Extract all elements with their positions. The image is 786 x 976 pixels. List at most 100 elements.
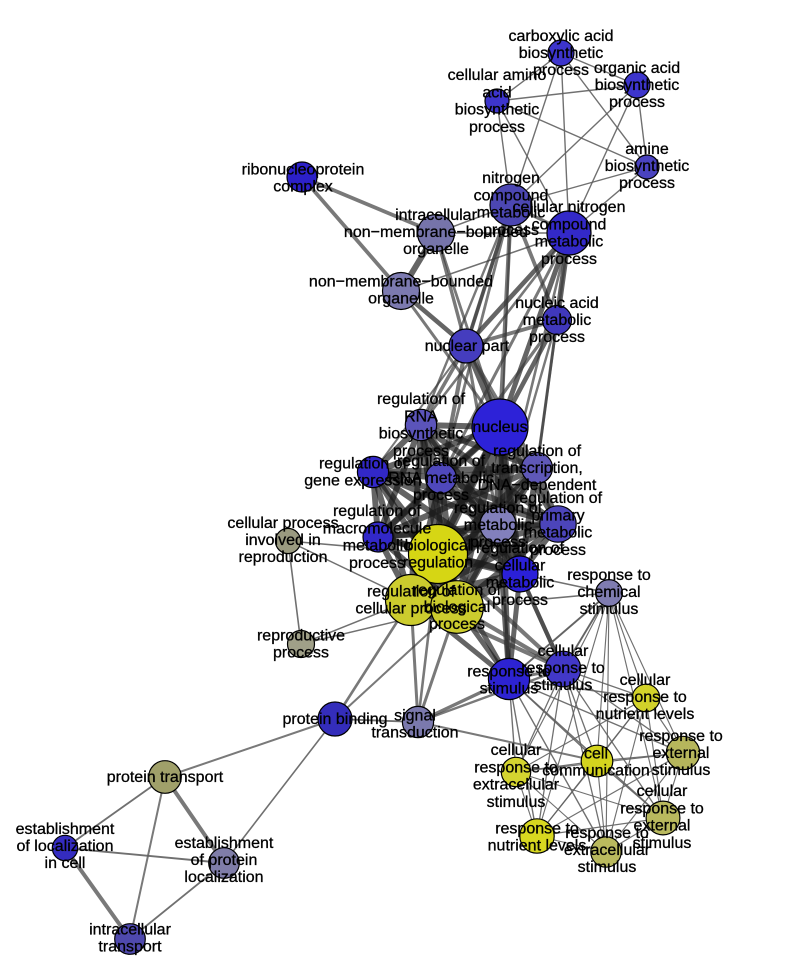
svg-text:stimulus: stimulus [487,794,546,811]
svg-text:process: process [413,487,469,504]
svg-text:response to: response to [495,820,579,837]
svg-text:transport: transport [98,939,162,956]
svg-text:process: process [492,592,548,609]
svg-text:cellular: cellular [637,783,688,800]
svg-text:cell: cell [584,745,608,762]
svg-text:transduction: transduction [371,725,458,742]
svg-text:compound: compound [532,216,607,233]
svg-text:protein transport: protein transport [107,769,224,786]
svg-text:biosynthetic: biosynthetic [519,45,604,62]
svg-text:process: process [393,443,449,460]
svg-text:cellular amino: cellular amino [448,67,547,84]
svg-text:intracellular: intracellular [89,921,171,938]
svg-text:regulation of: regulation of [413,582,502,599]
svg-text:gene expression: gene expression [304,473,421,490]
svg-text:nutrient levels: nutrient levels [488,838,587,855]
svg-text:response to: response to [474,759,558,776]
svg-text:metabolic: metabolic [535,234,603,251]
svg-text:process: process [470,534,526,551]
svg-text:process: process [429,616,485,633]
svg-text:chemical: chemical [577,584,640,601]
svg-text:biosynthetic: biosynthetic [595,77,680,94]
svg-text:regulation of: regulation of [377,391,466,408]
svg-text:extracellular: extracellular [564,842,651,859]
svg-text:non−membrane−bounded: non−membrane−bounded [344,224,528,241]
svg-text:nutrient levels: nutrient levels [596,706,695,723]
svg-text:external: external [653,745,710,762]
svg-text:complex: complex [273,179,333,196]
svg-text:metabolic: metabolic [477,205,545,222]
svg-text:biosynthetic: biosynthetic [455,102,540,119]
svg-text:biosynthetic: biosynthetic [605,158,690,175]
svg-text:cellular process: cellular process [355,601,466,618]
svg-text:extracellular: extracellular [473,777,560,794]
svg-text:reproductive: reproductive [257,627,345,644]
svg-text:organic acid: organic acid [594,60,680,77]
svg-text:response to: response to [565,825,649,842]
svg-text:nucleic acid: nucleic acid [515,295,599,312]
svg-text:stimulus: stimulus [480,681,539,698]
svg-text:non−membrane−bounded: non−membrane−bounded [309,273,493,290]
svg-text:cellular: cellular [620,672,671,689]
svg-text:process: process [469,119,525,136]
svg-text:regulation of: regulation of [367,583,456,600]
svg-text:regulation of: regulation of [493,443,582,460]
svg-text:stimulus: stimulus [534,677,593,694]
svg-text:cellular: cellular [491,742,542,759]
svg-text:process: process [619,175,675,192]
svg-text:involved in: involved in [245,532,321,549]
svg-text:protein binding: protein binding [283,711,388,728]
svg-text:DNA−dependent: DNA−dependent [478,477,597,494]
svg-text:metabolic: metabolic [486,575,554,592]
svg-text:response to: response to [521,660,605,677]
svg-text:metabolic: metabolic [464,517,532,534]
svg-text:regulation of: regulation of [514,490,603,507]
svg-text:metabolic: metabolic [524,525,592,542]
svg-text:stimulus: stimulus [633,835,692,852]
svg-text:cellular process: cellular process [227,515,338,532]
svg-text:stimulus: stimulus [652,762,711,779]
svg-text:establishment: establishment [16,821,115,838]
svg-text:RNA metabolic: RNA metabolic [388,470,494,487]
svg-text:organelle: organelle [403,241,469,258]
svg-text:biosynthetic: biosynthetic [379,426,464,443]
svg-text:nitrogen: nitrogen [482,170,540,187]
svg-text:process: process [529,329,585,346]
svg-text:ribonucleoprotein: ribonucleoprotein [242,161,365,178]
svg-text:carboxylic acid: carboxylic acid [509,28,614,45]
svg-text:process: process [483,222,539,239]
svg-text:biological: biological [405,537,472,554]
svg-text:biological: biological [424,599,491,616]
svg-text:establishment: establishment [175,835,274,852]
svg-text:process: process [541,251,597,268]
svg-text:process: process [609,94,665,111]
svg-text:in cell: in cell [45,855,86,872]
svg-text:of protein: of protein [191,852,258,869]
svg-text:regulation: regulation [403,555,473,572]
svg-text:response to: response to [467,663,551,680]
svg-text:communication: communication [542,763,650,780]
svg-text:process: process [533,62,589,79]
svg-text:reproduction: reproduction [239,549,328,566]
svg-text:primary: primary [531,507,584,524]
svg-text:transcription,: transcription, [491,460,583,477]
svg-text:localization: localization [184,869,263,886]
svg-text:response to: response to [620,800,704,817]
svg-text:stimulus: stimulus [578,859,637,876]
svg-text:macromolecule: macromolecule [323,520,432,537]
svg-text:cellular: cellular [538,643,589,660]
svg-text:response to: response to [639,728,723,745]
svg-text:regulation of: regulation of [333,503,422,520]
svg-text:regulation of: regulation of [476,540,565,557]
svg-text:amine: amine [625,141,669,158]
svg-text:metabolic: metabolic [343,538,411,555]
svg-text:response to: response to [603,689,687,706]
svg-text:acid: acid [482,84,511,101]
svg-text:stimulus: stimulus [580,601,639,618]
svg-text:cellular nitrogen: cellular nitrogen [513,199,626,216]
svg-text:process: process [349,555,405,572]
svg-text:RNA: RNA [404,408,438,425]
svg-text:external: external [634,818,691,835]
svg-text:compound: compound [474,187,549,204]
svg-text:response to: response to [567,567,651,584]
